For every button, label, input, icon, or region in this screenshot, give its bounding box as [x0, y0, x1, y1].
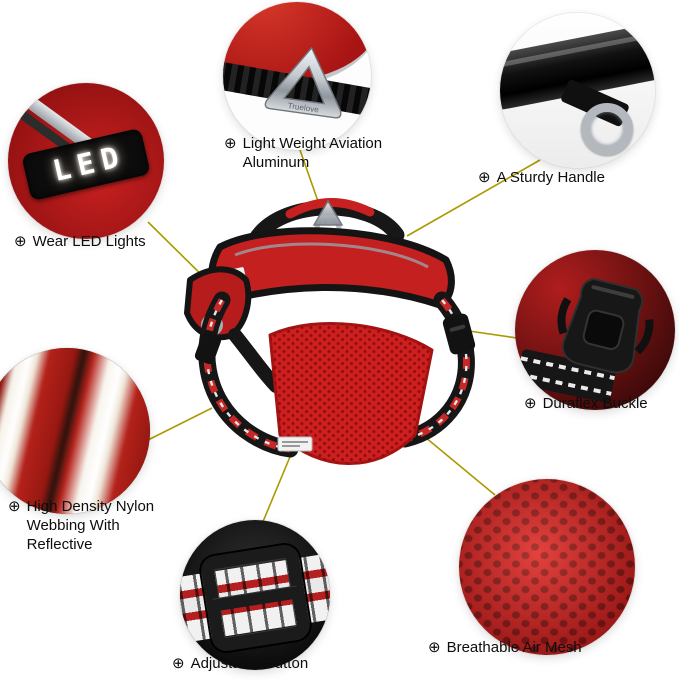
label-text: Duraflex Buckle — [542, 395, 648, 412]
label-text: Adjustable Button — [190, 655, 309, 672]
callout-photo-mesh — [459, 479, 635, 655]
label-text: Light Weight Aviation Aluminum — [242, 135, 383, 171]
right-buckle — [442, 313, 476, 355]
harness-belly-mesh — [268, 321, 434, 465]
callout-label-adjustable: ⊕ Adjustable Button — [172, 654, 308, 673]
plus-circle-icon: ⊕ — [478, 169, 491, 186]
buckle-icon — [557, 278, 654, 374]
callout-photo-adjustable — [180, 520, 330, 670]
plus-circle-icon: ⊕ — [8, 498, 21, 515]
callout-photo-led: LED — [8, 83, 164, 239]
slider-buckle-icon — [198, 542, 312, 654]
callout-label-led: ⊕ Wear LED Lights — [14, 232, 146, 251]
label-tag — [277, 436, 313, 452]
callout-photo-webbing — [0, 348, 150, 514]
plus-circle-icon: ⊕ — [524, 395, 537, 412]
callout-label-mesh: ⊕ Breathable Air Mesh — [428, 638, 582, 657]
callout-label-aluminum: ⊕ Light Weight Aviation Aluminum — [224, 134, 411, 172]
triangle-ring-icon: Truelove — [265, 47, 342, 120]
label-text: A Sturdy Handle — [496, 169, 605, 186]
label-text: Breathable Air Mesh — [446, 639, 582, 656]
harness-photo — [184, 198, 476, 465]
harness-left-strap — [194, 291, 299, 458]
plus-circle-icon: ⊕ — [428, 639, 441, 656]
plus-circle-icon: ⊕ — [14, 233, 27, 250]
callout-photo-aluminum: Truelove — [223, 2, 371, 150]
callout-label-handle: ⊕ A Sturdy Handle — [478, 168, 605, 187]
reflective-webbing — [0, 348, 150, 514]
callout-label-buckle: ⊕ Duraflex Buckle — [524, 394, 648, 413]
callout-label-webbing: ⊕ High Density Nylon Webbing With Reflec… — [8, 497, 169, 554]
label-text: Wear LED Lights — [32, 233, 146, 250]
callout-photo-buckle — [515, 250, 675, 410]
left-buckle — [194, 331, 222, 365]
led-text: LED — [49, 138, 129, 189]
label-text: High Density Nylon Webbing With Reflecti… — [26, 498, 155, 553]
d-ring-icon — [580, 102, 633, 155]
plus-circle-icon: ⊕ — [172, 655, 185, 672]
slider-center-bar — [212, 585, 299, 612]
plus-circle-icon: ⊕ — [224, 135, 237, 152]
callout-photo-handle — [500, 13, 655, 168]
harness-chest-strap — [228, 328, 283, 393]
